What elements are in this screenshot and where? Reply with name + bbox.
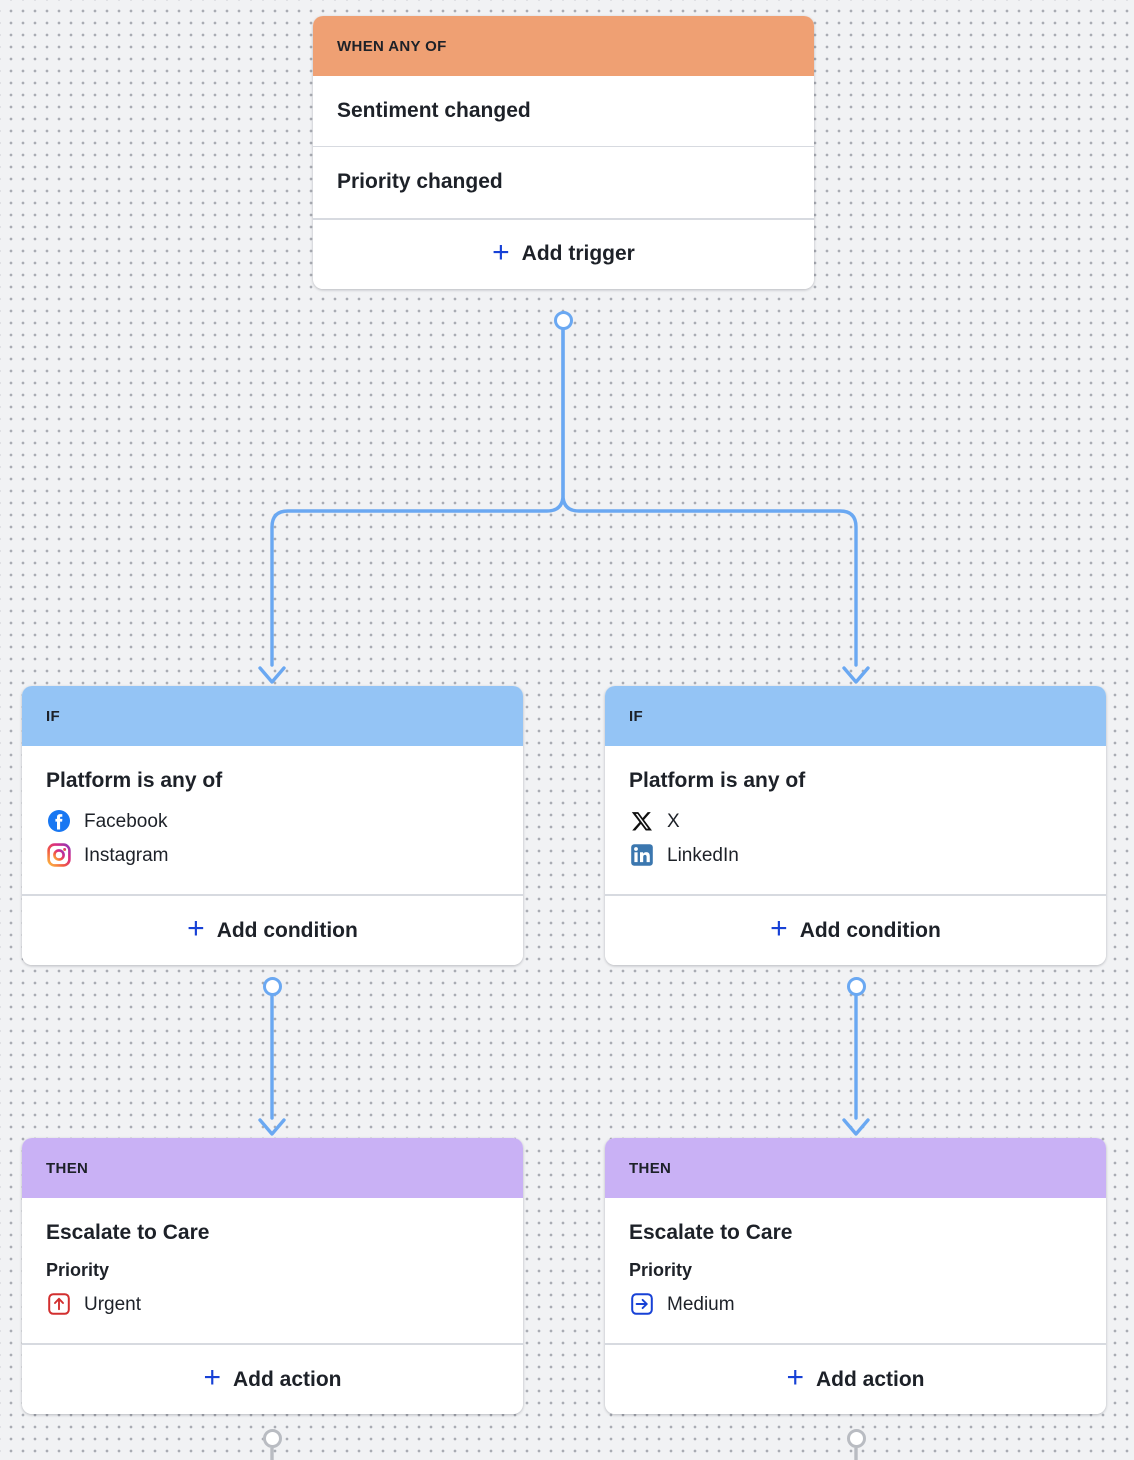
- action-value-label: Urgent: [84, 1293, 142, 1315]
- add-action-label: Add action: [233, 1367, 342, 1391]
- condition-value-list: Facebook: [46, 804, 499, 872]
- trigger-label: Sentiment changed: [337, 99, 531, 122]
- condition-header-label: IF: [629, 707, 644, 725]
- condition-body[interactable]: Platform is any of Facebook: [22, 746, 523, 896]
- action-value-item: Medium: [629, 1287, 1082, 1321]
- add-condition-button[interactable]: + Add condition: [605, 895, 1106, 966]
- condition-header-label: IF: [46, 707, 61, 725]
- add-trigger-button[interactable]: + Add trigger: [313, 218, 814, 289]
- condition-value-item: Instagram: [46, 838, 499, 872]
- linkedin-icon: [629, 842, 655, 868]
- action-body[interactable]: Escalate to Care Priority Urgent: [22, 1198, 523, 1345]
- plus-icon: +: [203, 1361, 222, 1395]
- trigger-output-handle[interactable]: [554, 311, 573, 330]
- condition-value-list: X LinkedIn: [629, 804, 1082, 872]
- action-header-label: THEN: [629, 1159, 672, 1177]
- condition-right-output-handle[interactable]: [847, 977, 866, 996]
- action-header-label: THEN: [46, 1159, 89, 1177]
- condition-node-header: IF: [22, 686, 523, 746]
- add-trigger-label: Add trigger: [521, 242, 635, 265]
- plus-icon: +: [492, 235, 510, 269]
- action-value-item: Urgent: [46, 1287, 499, 1321]
- add-action-button[interactable]: + Add action: [22, 1344, 523, 1415]
- action-body[interactable]: Escalate to Care Priority Medium: [605, 1198, 1106, 1345]
- priority-urgent-icon: [46, 1291, 72, 1317]
- trigger-row[interactable]: Sentiment changed: [313, 76, 814, 148]
- add-condition-label: Add condition: [216, 918, 358, 942]
- priority-medium-icon: [629, 1291, 655, 1317]
- plus-icon: +: [187, 912, 205, 946]
- add-condition-button[interactable]: + Add condition: [22, 895, 523, 966]
- condition-value-item: Facebook: [46, 804, 499, 838]
- add-action-label: Add action: [816, 1367, 925, 1391]
- condition-value-label: LinkedIn: [667, 844, 739, 866]
- plus-icon: +: [770, 912, 788, 946]
- condition-value-item: X: [629, 804, 1082, 838]
- plus-icon: +: [786, 1361, 805, 1395]
- facebook-icon: [46, 808, 72, 834]
- action-node-header: THEN: [605, 1138, 1106, 1198]
- condition-node-right[interactable]: IF Platform is any of X: [605, 686, 1106, 966]
- action-field-label: Priority: [46, 1260, 110, 1281]
- action-node-header: THEN: [22, 1138, 523, 1198]
- condition-value-label: Instagram: [84, 844, 169, 866]
- action-title: Escalate to Care: [46, 1221, 210, 1244]
- action-node-right[interactable]: THEN Escalate to Care Priority Medium + …: [605, 1138, 1106, 1415]
- condition-title: Platform is any of: [629, 769, 806, 792]
- trigger-row[interactable]: Priority changed: [313, 147, 814, 219]
- condition-value-item: LinkedIn: [629, 838, 1082, 872]
- action-node-left[interactable]: THEN Escalate to Care Priority Urgent + …: [22, 1138, 523, 1415]
- condition-left-output-handle[interactable]: [263, 977, 282, 996]
- x-twitter-icon: [629, 808, 655, 834]
- trigger-node[interactable]: WHEN ANY OF Sentiment changed Priority c…: [313, 16, 814, 289]
- condition-value-label: X: [667, 810, 680, 832]
- condition-title: Platform is any of: [46, 769, 223, 792]
- action-right-output-handle[interactable]: [847, 1429, 866, 1448]
- instagram-icon: [46, 842, 72, 868]
- action-field-label: Priority: [629, 1260, 693, 1281]
- trigger-label: Priority changed: [337, 170, 503, 194]
- action-title: Escalate to Care: [629, 1221, 793, 1244]
- add-condition-label: Add condition: [799, 918, 941, 942]
- condition-body[interactable]: Platform is any of X: [605, 746, 1106, 896]
- trigger-node-header: WHEN ANY OF: [313, 16, 814, 76]
- add-action-button[interactable]: + Add action: [605, 1344, 1106, 1415]
- condition-value-label: Facebook: [84, 810, 168, 832]
- action-value-label: Medium: [667, 1293, 735, 1315]
- trigger-header-label: WHEN ANY OF: [337, 37, 447, 55]
- action-left-output-handle[interactable]: [263, 1429, 282, 1448]
- condition-node-left[interactable]: IF Platform is any of Facebook: [22, 686, 523, 966]
- condition-node-header: IF: [605, 686, 1106, 746]
